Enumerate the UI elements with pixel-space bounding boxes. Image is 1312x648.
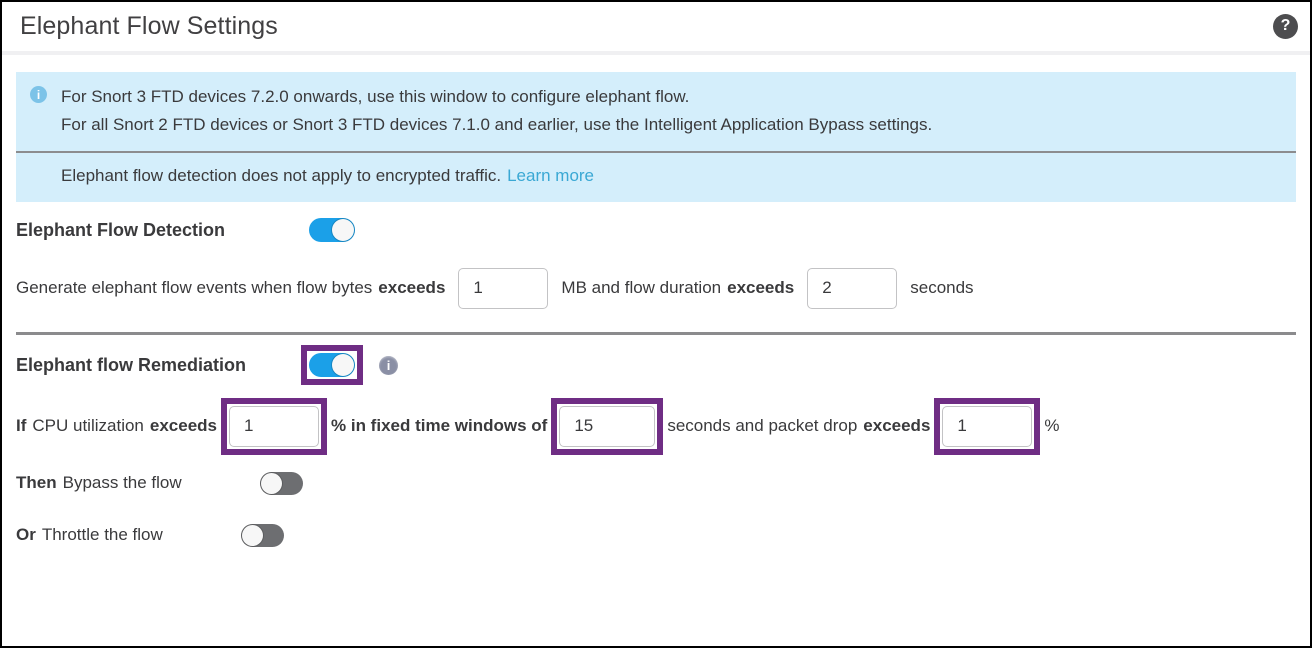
flow-bytes-exceeds-label: exceeds xyxy=(378,278,446,297)
info-banner-text: For Snort 3 FTD devices 7.2.0 onwards, u… xyxy=(61,83,932,139)
learn-more-link[interactable]: Learn more xyxy=(507,166,595,185)
packet-drop-threshold-input[interactable] xyxy=(942,405,1033,447)
toggle-knob xyxy=(332,354,355,376)
remediation-content: Elephant flow Remediation i If CPU utiliz… xyxy=(2,335,1310,561)
then-keyword-label: Then xyxy=(16,473,57,492)
info-banner: i For Snort 3 FTD devices 7.2.0 onwards,… xyxy=(16,72,1296,202)
info-banner-separator xyxy=(16,151,1296,153)
throttle-toggle-wrap xyxy=(240,523,284,547)
page-title: Elephant Flow Settings xyxy=(20,12,278,40)
throttle-the-flow-label: Throttle the flow xyxy=(41,525,163,544)
cpu-utilization-threshold-input[interactable] xyxy=(229,405,320,447)
toggle-knob xyxy=(241,524,263,546)
bypass-action-row: Then Bypass the flow xyxy=(16,457,1296,509)
elephant-flow-detection-toggle-wrap xyxy=(309,218,356,242)
or-keyword-label: Or xyxy=(16,525,36,544)
info-banner-line-1: For Snort 3 FTD devices 7.2.0 onwards, u… xyxy=(61,87,690,106)
remediation-info-icon[interactable]: i xyxy=(379,355,399,375)
settings-content: Elephant Flow Detection Generate elephan… xyxy=(2,202,1310,318)
toggle-knob xyxy=(260,472,282,494)
elephant-flow-remediation-toggle[interactable] xyxy=(309,353,356,377)
info-banner-bottom: Elephant flow detection does not apply t… xyxy=(16,153,1296,202)
elephant-flow-detection-label: Elephant Flow Detection xyxy=(16,219,226,240)
help-icon-glyph: ? xyxy=(1280,17,1291,34)
section-divider xyxy=(16,332,1296,335)
elephant-flow-detection-toggle[interactable] xyxy=(309,218,356,242)
flow-bytes-threshold-input[interactable] xyxy=(458,267,549,309)
throttle-the-flow-toggle[interactable] xyxy=(240,523,284,547)
cpu-exceeds-label: exceeds xyxy=(149,416,218,435)
elephant-flow-remediation-label: Elephant flow Remediation xyxy=(16,354,247,375)
throttle-action-row: Or Throttle the flow xyxy=(16,509,1296,561)
remediation-info-glyph: i xyxy=(386,357,391,373)
mb-and-duration-text: MB and flow duration xyxy=(561,278,722,297)
info-icon-glyph: i xyxy=(36,87,41,102)
remediation-toggle-highlight xyxy=(301,345,364,385)
packet-drop-exceeds-label: exceeds xyxy=(863,416,931,435)
cpu-threshold-highlight xyxy=(221,397,328,455)
percent-suffix-label: % xyxy=(1044,416,1060,435)
seconds-unit-label: seconds xyxy=(910,278,974,297)
help-circle-icon[interactable]: ? xyxy=(1273,14,1298,39)
bypass-the-flow-toggle[interactable] xyxy=(259,471,303,495)
toggle-knob xyxy=(332,219,355,241)
info-banner-line-2: For all Snort 2 FTD devices or Snort 3 F… xyxy=(61,115,933,134)
generate-events-prefix-text: Generate elephant flow events when flow … xyxy=(16,278,373,297)
cpu-utilization-rule-row: If CPU utilization exceeds % in fixed time… xyxy=(16,395,1296,457)
if-keyword-label: If xyxy=(16,416,27,435)
time-window-highlight xyxy=(551,397,664,455)
info-circle-icon: i xyxy=(30,86,47,103)
time-window-seconds-input[interactable] xyxy=(559,405,656,447)
cpu-utilization-text: CPU utilization xyxy=(32,416,144,435)
title-bar: Elephant Flow Settings ? xyxy=(2,2,1310,51)
generate-events-rule-row: Generate elephant flow events when flow … xyxy=(16,258,1296,318)
encrypted-traffic-note: Elephant flow detection does not apply t… xyxy=(61,166,502,185)
percent-fixed-window-text: % in fixed time windows of xyxy=(331,416,548,435)
title-divider xyxy=(2,51,1310,55)
info-banner-top: i For Snort 3 FTD devices 7.2.0 onwards,… xyxy=(16,72,1296,151)
flow-duration-threshold-input[interactable] xyxy=(807,267,898,309)
bypass-the-flow-label: Bypass the flow xyxy=(62,473,182,492)
elephant-flow-remediation-row: Elephant flow Remediation i xyxy=(16,335,1296,395)
elephant-flow-detection-row: Elephant Flow Detection xyxy=(16,202,1296,258)
bypass-toggle-wrap xyxy=(259,471,303,495)
flow-duration-exceeds-label: exceeds xyxy=(727,278,795,297)
seconds-packet-drop-text: seconds and packet drop xyxy=(667,416,858,435)
packet-drop-highlight xyxy=(934,397,1041,455)
